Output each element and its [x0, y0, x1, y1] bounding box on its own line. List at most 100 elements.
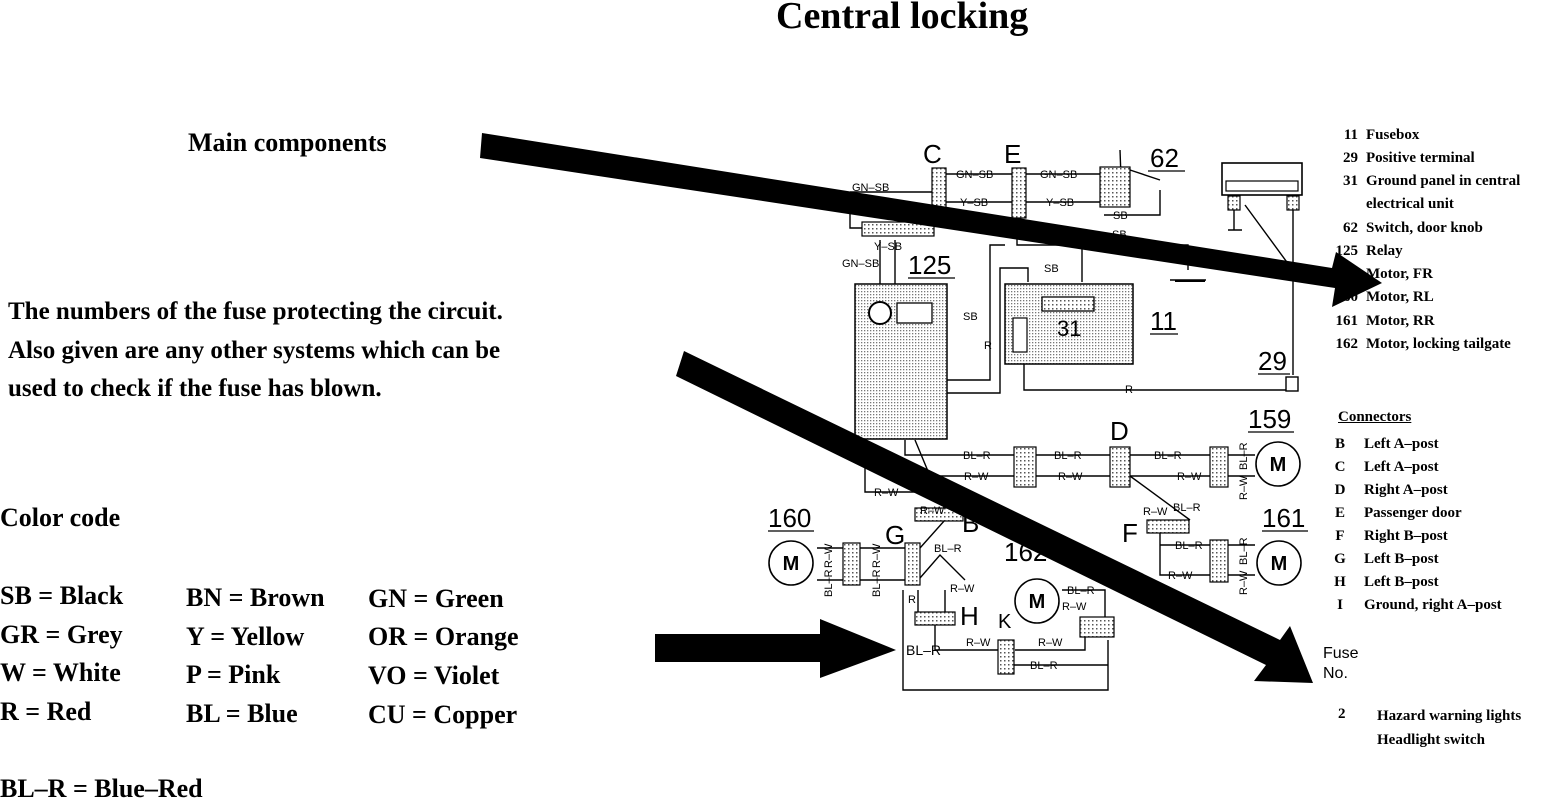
- legend-label: Positive terminal: [1366, 150, 1475, 166]
- wire-label: R–W: [950, 583, 975, 595]
- connector-key: E: [1334, 505, 1345, 521]
- label-underlines: [768, 170, 1308, 532]
- component-label-h: H: [960, 601, 979, 631]
- component-label-11: 11: [1150, 306, 1177, 336]
- connector-label: Passenger door: [1364, 505, 1462, 521]
- legend-label: Motor, locking tailgate: [1366, 336, 1511, 352]
- arrow-color-code: [655, 619, 896, 678]
- legend-number: 125: [1335, 243, 1359, 259]
- color-code-entry: OR = Orange: [368, 622, 519, 651]
- wire-label: BL–R: [1054, 450, 1082, 462]
- color-code-entry: GR = Grey: [0, 620, 123, 649]
- wire-label: R–W: [1058, 471, 1083, 483]
- wire-label: BL–R: [1067, 585, 1095, 597]
- wire-label: R: [908, 594, 916, 606]
- component-label-29: 29: [1258, 346, 1287, 376]
- color-code-entry: CU = Copper: [368, 700, 518, 729]
- wire-label: BL–R: [963, 450, 991, 462]
- wire-label: GN–SB: [1040, 169, 1077, 181]
- color-code-entry: BL = Blue: [186, 699, 298, 728]
- connector-label: Left A–post: [1364, 459, 1439, 475]
- component-label-e: E: [1004, 139, 1021, 169]
- color-code-entry: VO = Violet: [368, 661, 500, 690]
- legend-label: Motor, RR: [1366, 313, 1435, 329]
- wire-label: BL–R: [1238, 442, 1250, 470]
- wire-label: BL–R: [1175, 540, 1203, 552]
- wire-label: BL–R: [1030, 660, 1058, 672]
- component-label-d: D: [1110, 416, 1129, 446]
- wire-label: GN–SB: [852, 182, 889, 194]
- wire-label: R–W: [1062, 601, 1087, 613]
- wire-label: R–W: [874, 487, 899, 499]
- wire-label: R–W: [920, 505, 945, 517]
- motor-symbols: M M M M: [783, 454, 1288, 613]
- wire-label: BL–R: [1154, 450, 1182, 462]
- wire-label: R: [1125, 384, 1133, 396]
- arrow-fuse: [676, 351, 1313, 683]
- wire-label: SB: [963, 311, 978, 323]
- legend-number: 162: [1335, 336, 1359, 352]
- connector-key: F: [1335, 528, 1345, 544]
- legend-number: 160: [1335, 289, 1359, 305]
- wire-label: BL–R: [934, 543, 962, 555]
- motor-161-symbol: M: [1271, 553, 1288, 575]
- wire-label: BL–R: [871, 569, 883, 597]
- motor-159-symbol: M: [1270, 454, 1287, 476]
- wire-label: Y–SB: [960, 197, 988, 209]
- page-title: Central locking: [776, 0, 1029, 37]
- component-label-31: 31: [1057, 316, 1081, 341]
- connector-key: D: [1334, 482, 1346, 498]
- color-code-entry: Y = Yellow: [186, 622, 305, 651]
- connector-label: Left A–post: [1364, 436, 1439, 452]
- wire-label: BL–R: [906, 642, 941, 658]
- component-label-62: 62: [1150, 143, 1179, 173]
- connector-key: H: [1334, 574, 1346, 590]
- fuse-system: Hazard warning lights: [1377, 708, 1522, 724]
- motors: [768, 441, 1302, 624]
- wire-label: SB: [1113, 210, 1128, 222]
- wire-label: R–W: [1143, 506, 1168, 518]
- legend-label: Motor, FR: [1366, 266, 1433, 282]
- component-label-g: G: [885, 520, 905, 550]
- wire-label: GN–SB: [842, 258, 879, 270]
- wire-label: R–W: [966, 637, 991, 649]
- connector-label: Right B–post: [1364, 528, 1448, 544]
- connector-label: Left B–post: [1364, 574, 1439, 590]
- connector-label: Ground, right A–post: [1364, 597, 1502, 613]
- annotation-arrows: [480, 133, 1382, 683]
- motor-160-symbol: M: [783, 553, 800, 575]
- wire-label: R–W: [1177, 471, 1202, 483]
- wire-label: R–W: [871, 543, 883, 568]
- component-label-160: 160: [768, 503, 811, 533]
- legend-label: Fusebox: [1366, 127, 1420, 143]
- component-label-159: 159: [1248, 404, 1291, 434]
- wire-label: BL–R: [1173, 502, 1201, 514]
- color-code-entry: SB = Black: [0, 581, 124, 610]
- connectors-heading: Connectors: [1338, 409, 1412, 425]
- fuse-number: 2: [1338, 706, 1346, 722]
- legend-label: electrical unit: [1366, 196, 1454, 212]
- vertical-wire-labels: R–W BL–R R–W BL–R BL–R R–W BL–R R–W: [823, 442, 1250, 597]
- legend-number: 62: [1343, 220, 1358, 236]
- connector-label: Left B–post: [1364, 551, 1439, 567]
- wire-label: BL–R: [823, 569, 835, 597]
- wire-label: R–W: [964, 471, 989, 483]
- wire-label: GN–SB: [956, 169, 993, 181]
- connector-key: C: [1334, 459, 1346, 475]
- color-code-entry: P = Pink: [186, 660, 281, 689]
- legend-number: 161: [1335, 313, 1359, 329]
- wire-labels: GN–SB GN–SB GN–SB Y–SB Y–SB SB Y–SB GN–S…: [842, 169, 1203, 672]
- main-components-label: Main components: [188, 128, 387, 157]
- color-code-combined: BL–R = Blue–Red: [0, 774, 203, 803]
- connector-label: Right A–post: [1364, 482, 1448, 498]
- legend-label: Relay: [1366, 243, 1403, 259]
- wire-label: R–W: [1238, 475, 1250, 500]
- legend-label: Motor, RL: [1366, 289, 1434, 305]
- arrow-main-components: [480, 133, 1382, 307]
- wire-label: R–W: [1038, 637, 1063, 649]
- fuse-system: Headlight switch: [1377, 732, 1485, 748]
- color-code-entry: BN = Brown: [186, 583, 325, 612]
